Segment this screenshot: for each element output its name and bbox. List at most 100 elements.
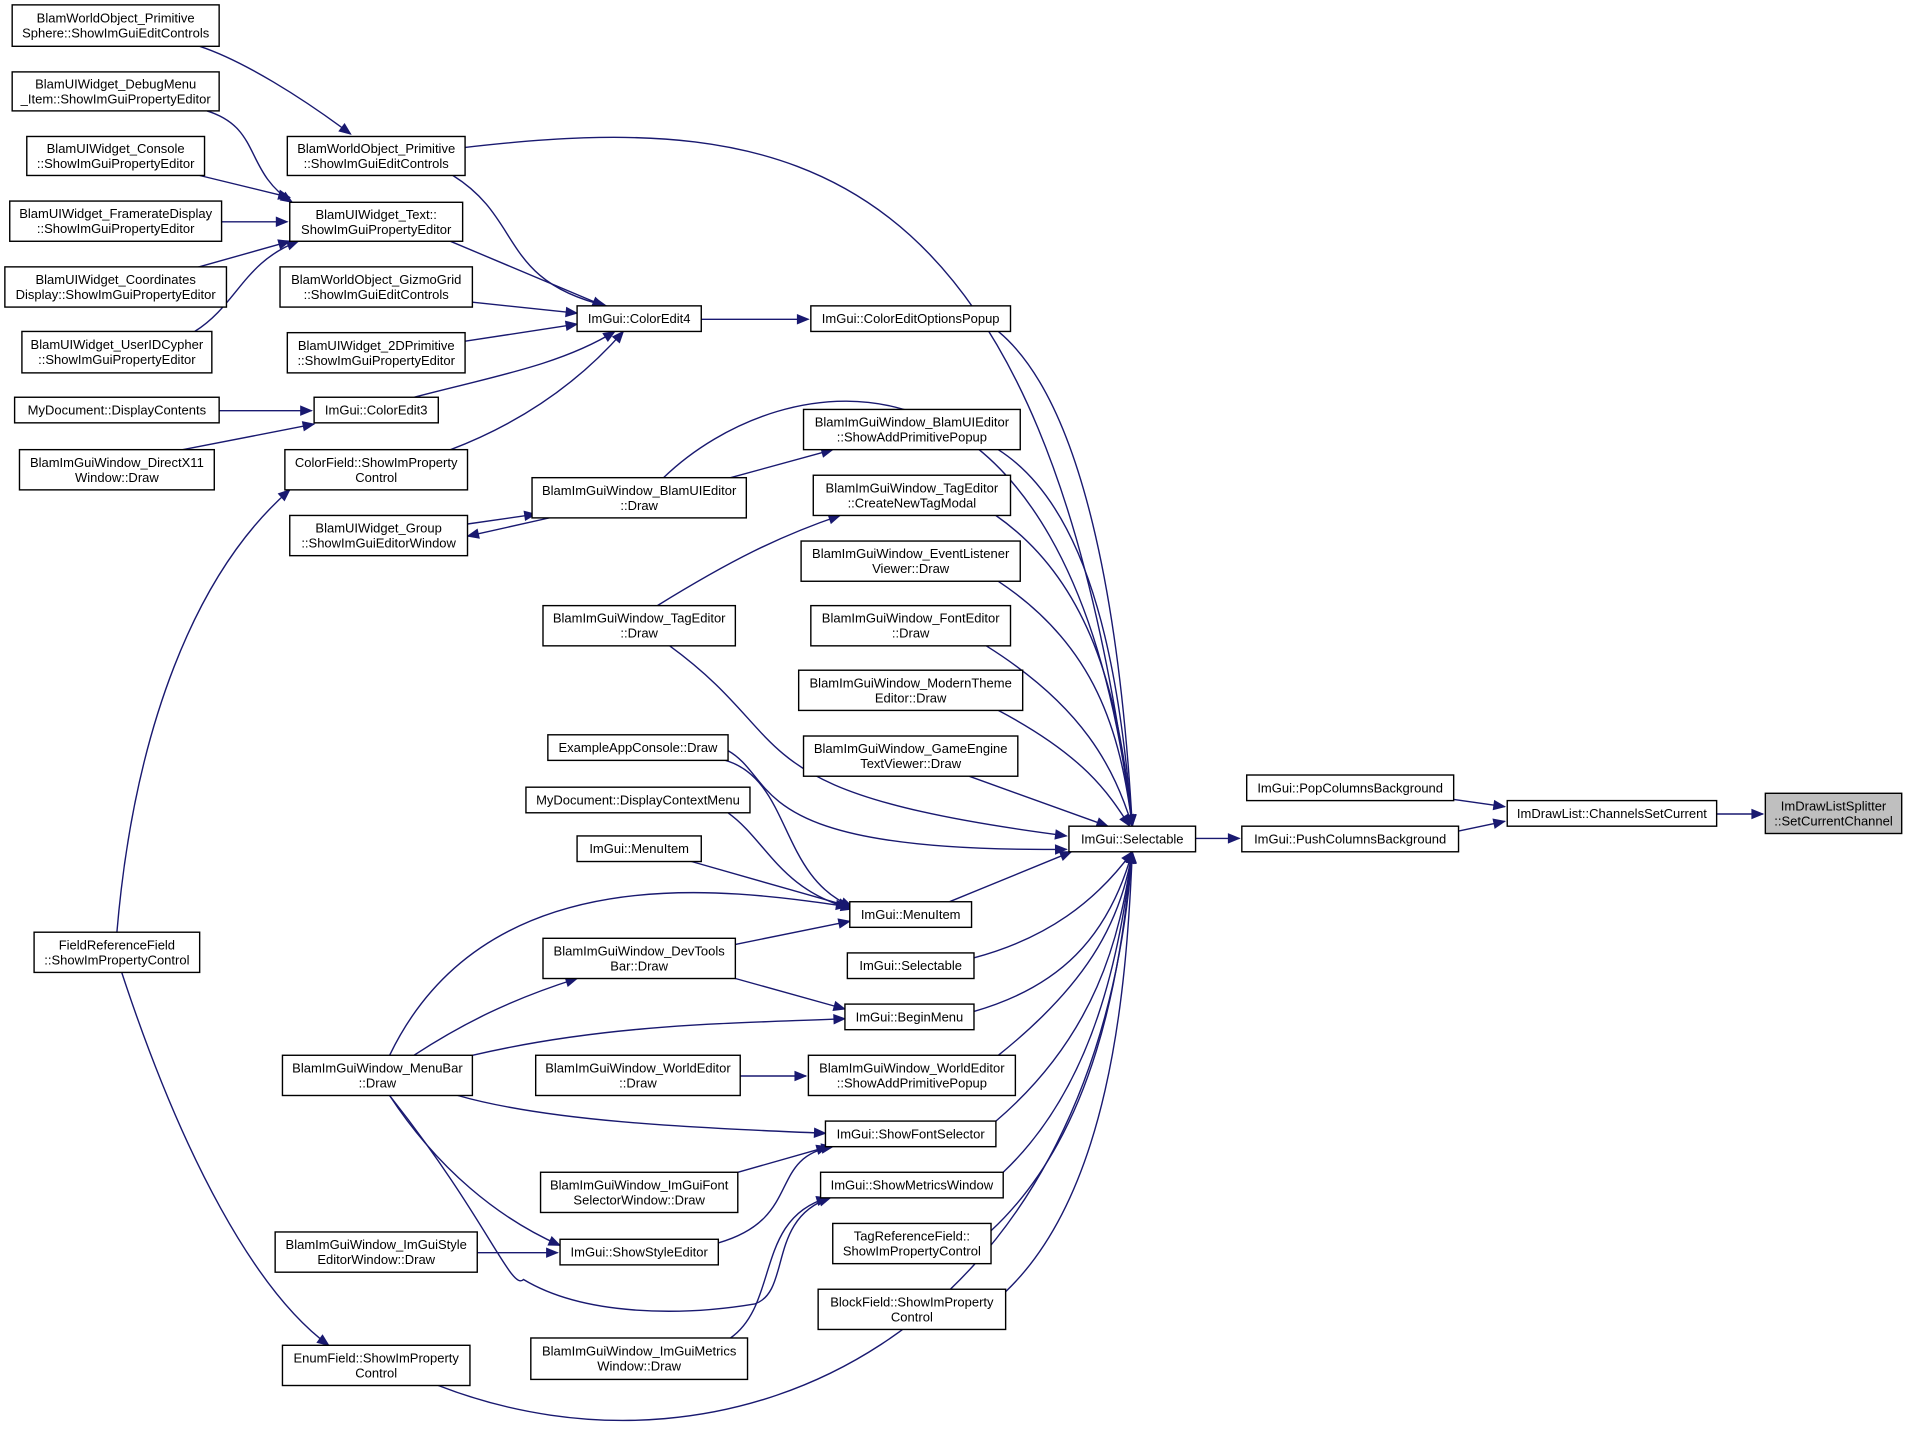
node-box [807,1054,1017,1097]
edge-line [450,240,605,307]
node-label: BlamUIWidget_UserIDCypher [31,337,204,352]
node-coords[interactable]: BlamUIWidget_CoordinatesDisplay::ShowImG… [4,266,228,308]
edge-line [735,977,846,1010]
arrowhead [591,296,606,307]
node-label: BlamUIWidget_Console [47,141,185,156]
node-menubar[interactable]: BlamImGuiWindow_MenuBar::Draw [281,1054,474,1097]
node-box [313,396,439,424]
arrowhead [796,314,810,325]
node-styleeditor[interactable]: ImGui::ShowStyleEditor [559,1238,720,1266]
node-beginmenu[interactable]: ImGui::BeginMenu [844,1003,975,1031]
edge-line [206,110,293,203]
node-label: ::CreateNewTagModal [848,495,977,510]
node-newtag[interactable]: BlamImGuiWindow_TagEditor::CreateNewTagM… [812,474,1012,517]
node-popcols[interactable]: ImGui::PopColumnsBackground [1245,774,1455,802]
edge-line [472,1018,845,1056]
node-fontselwin[interactable]: BlamImGuiWindow_ImGuiFontSelectorWindow:… [539,1171,739,1214]
node-label: ImGui::PushColumnsBackground [1254,831,1446,846]
node-appconsole[interactable]: ExampleAppConsole::Draw [547,734,729,762]
node-sphere[interactable]: BlamWorldObject_PrimitiveSphere::ShowImG… [11,4,220,48]
node-text[interactable]: BlamUIWidget_Text::ShowImGuiPropertyEdit… [289,201,464,242]
node-box [18,448,215,491]
node-uied-popup[interactable]: BlamImGuiWindow_BlamUIEditor::ShowAddPri… [802,408,1021,451]
node-metrics[interactable]: ImGui::ShowMetricsWindow [819,1171,1004,1199]
arrowhead [813,1127,827,1139]
node-evlistener[interactable]: BlamImGuiWindow_EventListenerViewer::Dra… [800,540,1021,582]
edge-line [997,709,1131,827]
node-box [1241,825,1460,853]
node-enumfield[interactable]: EnumField::ShowImPropertyControl [281,1344,471,1387]
node-fonteditor[interactable]: BlamImGuiWindow_FontEditor::Draw [810,604,1012,647]
node-we-draw[interactable]: BlamImGuiWindow_WorldEditor::Draw [534,1054,741,1097]
node-box [531,476,748,519]
node-coloredit3[interactable]: ImGui::ColorEdit3 [313,396,439,424]
edge-n_coords-to-n_text [194,239,292,269]
edge-line [997,851,1133,1056]
node-selectable[interactable]: ImGui::Selectable [1068,825,1197,853]
node-label: ImGui::BeginMenu [856,1009,964,1024]
edge-n_selectable-to-n_pushcols [1195,833,1241,844]
node-ctxmenu[interactable]: MyDocument::DisplayContextMenu [525,786,751,814]
node-framerate[interactable]: BlamUIWidget_FramerateDisplay::ShowImGui… [9,200,223,242]
node-we-popup[interactable]: BlamImGuiWindow_WorldEditor::ShowAddPrim… [807,1054,1017,1097]
node-box [286,331,466,374]
node-fieldref[interactable]: FieldReferenceField::ShowImPropertyContr… [33,931,201,974]
node-label: BlamImGuiWindow_ImGuiMetrics [542,1344,737,1359]
node-tag-draw[interactable]: BlamImGuiWindow_TagEditor::Draw [542,604,737,647]
node-root[interactable]: ImDrawListSplitter::SetCurrentChannel [1764,792,1903,835]
node-box [281,1054,474,1097]
edge-n_menubar-to-n_devtools [413,976,579,1056]
node-pushcols[interactable]: ImGui::PushColumnsBackground [1241,825,1460,853]
arrowhead [832,1000,847,1011]
node-fontselector[interactable]: ImGui::ShowFontSelector [824,1120,997,1148]
node-debugmenu[interactable]: BlamUIWidget_DebugMenu_Item::ShowImGuiPr… [11,71,220,112]
node-box [21,330,213,374]
node-box [576,835,702,863]
node-2dprim[interactable]: BlamUIWidget_2DPrimitive::ShowImGuiPrope… [286,331,466,374]
node-coloredit4[interactable]: ImGui::ColorEdit4 [576,305,702,333]
node-console[interactable]: BlamUIWidget_Console::ShowImGuiPropertyE… [26,135,206,177]
node-mydoc[interactable]: MyDocument::DisplayContents [13,396,220,424]
edge-line [450,330,624,451]
node-label: BlamImGuiWindow_GameEngine [814,741,1008,756]
node-box [810,305,1012,333]
node-label: BlamUIWidget_Text:: [316,207,437,222]
node-blockfield[interactable]: BlockField::ShowImPropertyControl [817,1288,1007,1331]
node-userid[interactable]: BlamUIWidget_UserIDCypher::ShowImGuiProp… [21,330,213,374]
arrowhead [275,216,289,228]
arrowhead [546,1247,559,1258]
arrowhead [1492,818,1507,829]
node-group[interactable]: BlamUIWidget_Group::ShowImGuiEditorWindo… [289,514,469,557]
node-label: Display::ShowImGuiPropertyEditor [16,287,217,302]
node-selectable2[interactable]: ImGui::Selectable [846,952,975,980]
edge-n_textviewer-to-n_selectable [968,775,1110,828]
edge-n_metrics-to-n_selectable [1002,850,1137,1173]
node-colorfield[interactable]: ColorField::ShowImPropertyControl [284,448,469,491]
node-stylewin[interactable]: BlamImGuiWindow_ImGuiStyleEditorWindow::… [274,1231,478,1273]
node-label: ImGui::ShowMetricsWindow [831,1178,994,1193]
edge-line [997,580,1133,827]
node-coloropts[interactable]: ImGui::ColorEditOptionsPopup [810,305,1012,333]
node-box [289,514,469,557]
node-label: ::ShowAddPrimitivePopup [837,430,987,445]
node-channels[interactable]: ImDrawList::ChannelsSetCurrent [1506,799,1718,827]
node-gizmo[interactable]: BlamWorldObject_GizmoGrid::ShowImGuiEdit… [279,266,474,308]
node-box [1506,799,1718,827]
edge-n_coloredit3-to-n_coloredit4 [413,330,616,398]
node-textviewer[interactable]: BlamImGuiWindow_GameEngineTextViewer::Dr… [802,735,1019,777]
node-uied-draw[interactable]: BlamImGuiWindow_BlamUIEditor::Draw [531,476,748,519]
node-box [530,1337,749,1381]
node-box [819,1171,1004,1199]
node-menuitem1[interactable]: ImGui::MenuItem [576,835,702,863]
node-label: ImGui::ColorEditOptionsPopup [822,311,1000,326]
edge-n_debugmenu-to-n_text [206,110,294,204]
node-menuitem2[interactable]: ImGui::MenuItem [849,901,973,929]
node-box [525,786,751,814]
node-label: ImDrawListSplitter [1781,798,1887,813]
node-tagref[interactable]: TagReferenceField::ShowImPropertyControl [832,1222,992,1265]
node-wo-prim[interactable]: BlamWorldObject_Primitive::ShowImGuiEdit… [286,135,466,177]
